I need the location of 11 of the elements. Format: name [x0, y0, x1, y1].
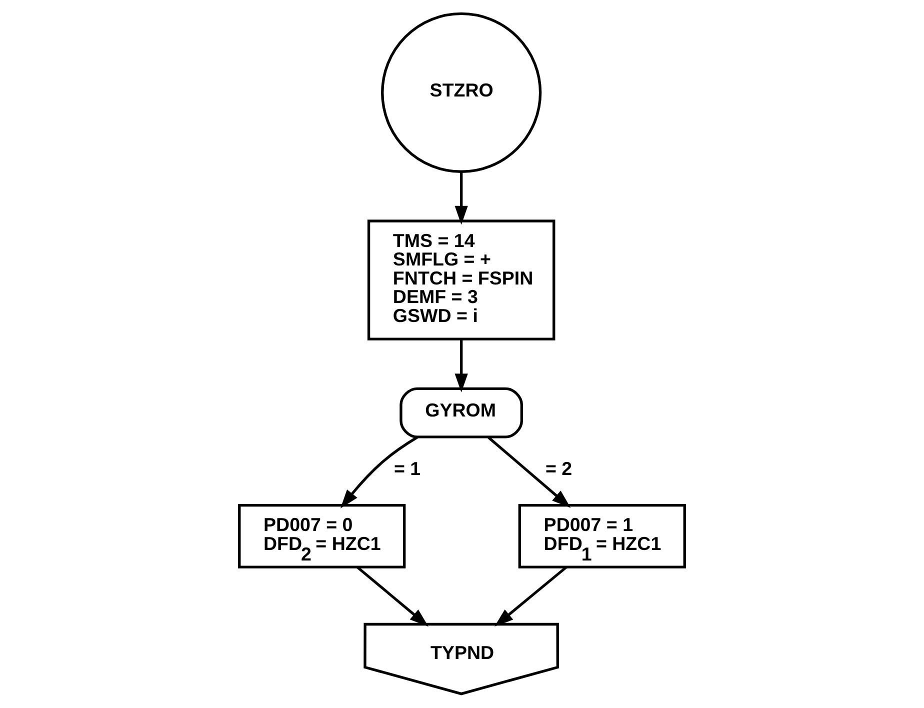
arrow — [356, 566, 428, 627]
arrow — [454, 172, 468, 225]
node-box: TMS = 14 SMFLG = + FNTCH = FSPIN DEMF = 3 GSWD = i — [367, 220, 556, 340]
arrow — [454, 339, 468, 392]
arrow — [340, 436, 418, 508]
arrow — [488, 436, 571, 508]
node-circle: STZRO — [381, 12, 542, 173]
edge-label: = 2 — [546, 458, 572, 479]
edge-label: = 1 — [394, 458, 421, 479]
arrow — [494, 566, 568, 627]
node-box: GYROM — [400, 387, 524, 438]
